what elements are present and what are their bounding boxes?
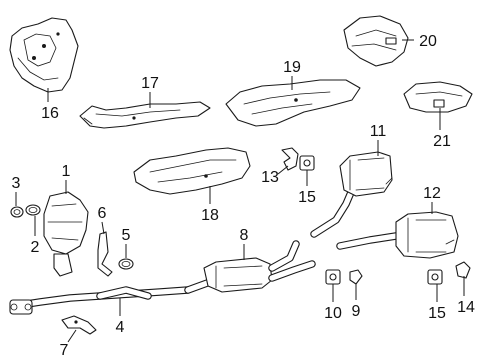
rubber-isolator-15-upper-part[interactable]: [299, 155, 315, 171]
bracket-6-part[interactable]: [97, 231, 113, 277]
callout-13: 13: [261, 169, 279, 186]
callout-1: 1: [62, 163, 71, 180]
catalytic-converter-1-part[interactable]: [43, 191, 89, 277]
hanger-14-part[interactable]: [455, 261, 471, 279]
heat-shield-18-part[interactable]: [133, 147, 251, 195]
gasket-3-part[interactable]: [10, 206, 24, 218]
callout-16: 16: [41, 105, 59, 122]
leader-7: [67, 329, 77, 343]
callout-12: 12: [423, 185, 441, 202]
clamp-5-part[interactable]: [118, 258, 134, 270]
hanger-9-part[interactable]: [349, 269, 363, 285]
callout-6: 6: [98, 205, 107, 222]
callout-5: 5: [122, 227, 131, 244]
heat-shield-17-part[interactable]: [79, 101, 211, 129]
rubber-isolator-10-part[interactable]: [325, 269, 341, 285]
rubber-isolator-15-lower-part[interactable]: [427, 269, 443, 285]
callout-3: 3: [12, 175, 21, 192]
callout-9: 9: [352, 303, 361, 320]
callout-18: 18: [201, 207, 219, 224]
rear-muffler-12-part[interactable]: [336, 211, 459, 259]
callout-10: 10: [324, 305, 342, 322]
leader-lines: [15, 39, 465, 343]
callout-14: 14: [457, 299, 475, 316]
callout-20: 20: [419, 33, 437, 50]
clamp-2-part[interactable]: [25, 204, 41, 216]
callout-21: 21: [433, 133, 451, 150]
callout-15-lower: 15: [428, 305, 446, 322]
callout-15-upper: 15: [298, 189, 316, 206]
front-pipe-4-part[interactable]: [9, 286, 192, 315]
hanger-bracket-13-part[interactable]: [281, 147, 299, 171]
callout-17: 17: [141, 75, 159, 92]
leader-6: [101, 221, 105, 235]
leader-13: [277, 165, 289, 175]
callout-8: 8: [240, 227, 249, 244]
heat-shield-19-part[interactable]: [225, 79, 361, 127]
intermediate-muffler-11-part[interactable]: [310, 151, 393, 238]
manifold-heat-shield-part[interactable]: [9, 17, 79, 93]
center-pipe-resonator-8-part[interactable]: [184, 240, 316, 294]
heat-shield-21-part[interactable]: [403, 81, 473, 113]
hanger-bracket-7-part[interactable]: [61, 315, 97, 335]
heat-shield-20-part[interactable]: [343, 15, 409, 67]
callout-11: 11: [370, 123, 387, 140]
callout-4: 4: [116, 319, 125, 336]
callout-2: 2: [31, 239, 40, 256]
callout-labels: 1 2 3 4 5 6 7 8 9 10 11 12 13 14 15 15 1…: [12, 33, 475, 359]
callout-7: 7: [60, 342, 69, 359]
callout-19: 19: [283, 59, 301, 76]
